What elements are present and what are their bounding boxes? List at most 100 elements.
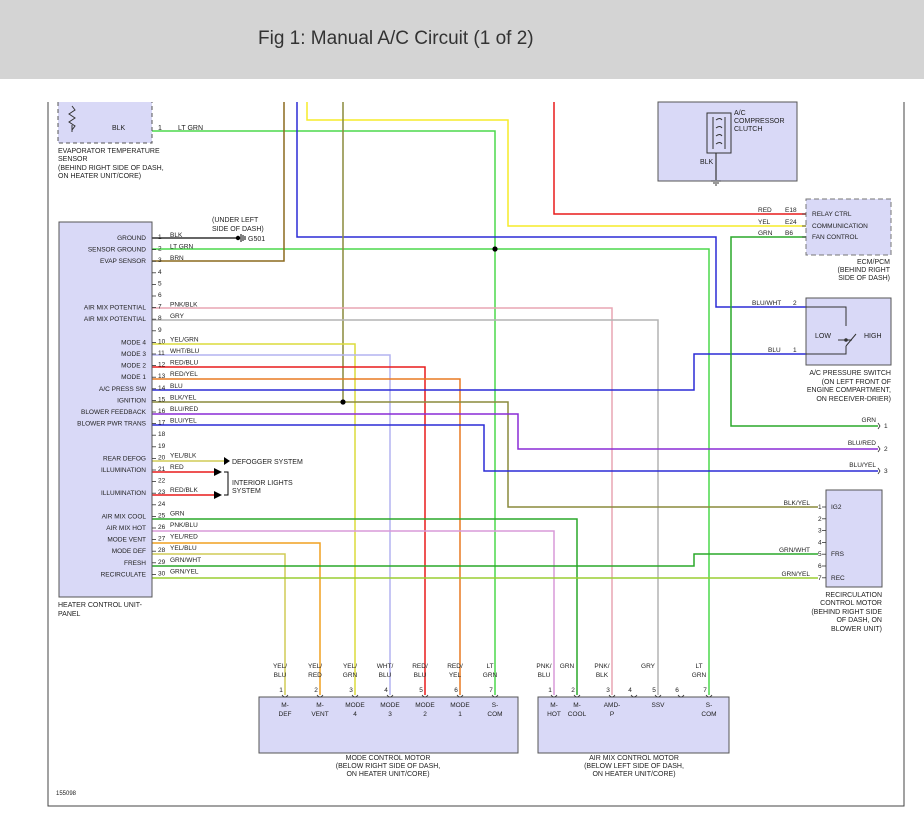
mode-pin-wire: YEL/	[343, 663, 357, 670]
compressor-wire: BLK	[700, 159, 714, 166]
splice-dot	[492, 246, 498, 252]
heater-pin-number: 3	[158, 257, 162, 264]
heater-pin-wire: YEL/GRN	[170, 336, 199, 343]
ecm-label-0: ECM/PCM	[857, 259, 890, 266]
airmix-pin-name: SSV	[651, 702, 665, 709]
recirc-pin-number: 3	[818, 528, 822, 535]
mode-pin-name: DEF	[279, 711, 292, 718]
air-mix-control-motor: PNK/BLU1M-HOTGRN2M-COOLPNK/BLK3AMD-P4GRY…	[536, 663, 730, 778]
wire-communication-yel	[306, 102, 806, 227]
exit-tick	[877, 422, 881, 430]
airmix-pin-tick	[705, 694, 713, 698]
evap-sensor-pin-wire: LT GRN	[178, 125, 203, 132]
heater-pin-number: 1	[158, 234, 162, 241]
mode-pin-number: 3	[349, 687, 353, 694]
heater-pin-wire: PNK/BLK	[170, 302, 198, 309]
wire-air-mix-cool	[152, 518, 578, 695]
ecm-pin-number: E18	[785, 207, 797, 214]
heater-pin-wire: GRN/WHT	[170, 557, 201, 564]
heater-pin-wire: BLK/YEL	[170, 394, 197, 401]
airmix-pin-number: 3	[606, 687, 610, 694]
airmix-pin-number: 5	[652, 687, 656, 694]
heater-pin-name: GROUND	[117, 235, 146, 242]
wire-sensor-ground	[152, 248, 710, 695]
heater-pin-number: 30	[158, 570, 166, 577]
heater-pin-number: 13	[158, 373, 166, 380]
ps-label-3: ON RECEIVER-DRIER)	[816, 396, 891, 403]
mode-pin-wire: LT	[486, 663, 493, 670]
mode-pin-name: 2	[423, 711, 427, 718]
mode-pin-name: MODE	[450, 702, 470, 709]
airmix-pin-name: COM	[701, 711, 716, 718]
heater-pin-number: 11	[158, 350, 165, 357]
mode-pin-wire: RED	[308, 672, 322, 679]
evap-sensor: BLK 1 LT GRN EVAPORATOR TEMPERATURE SENS…	[57, 102, 203, 180]
airmix-pin-wire: GRN	[560, 663, 575, 670]
airmix-pin-name: AMD-	[604, 702, 621, 709]
heater-pin-number: 12	[158, 362, 166, 369]
heater-pin-number: 6	[158, 292, 162, 299]
mode-pin-wire: YEL/	[273, 663, 287, 670]
heater-pin-name: EVAP SENSOR	[100, 258, 146, 265]
mode-pin-name: 4	[353, 711, 357, 718]
heater-pin-number: 14	[158, 385, 166, 392]
recirc-label-1: CONTROL MOTOR	[820, 600, 882, 607]
mode-pin-name: M-	[316, 702, 324, 709]
mode-pin-number: 7	[489, 687, 493, 694]
heater-panel-label-0: HEATER CONTROL UNIT-	[58, 602, 143, 609]
airmix-pin-wire: BLU	[538, 672, 551, 679]
recirc-pin-wire: BLK/YEL	[784, 500, 811, 507]
heater-pin-name: FRESH	[124, 560, 146, 567]
airmix-pin-tick	[573, 694, 581, 698]
airmix-pin-number: 1	[548, 687, 552, 694]
heater-pin-name: MODE 4	[121, 339, 146, 346]
ps-label-0: A/C PRESSURE SWITCH	[809, 370, 891, 377]
heater-pin-number: 17	[158, 420, 166, 427]
heater-pin-wire: YEL/BLK	[170, 452, 197, 459]
mode-pin-tick	[351, 694, 359, 698]
exit-number: 3	[884, 468, 888, 475]
airmix-pin-name: COOL	[568, 711, 587, 718]
heater-panel-label-1: PANEL	[58, 611, 81, 618]
heater-pin-name: REAR DEFOG	[103, 455, 146, 462]
mode-pin-wire: RED/	[412, 663, 428, 670]
airmix-pin-name: M-	[550, 702, 558, 709]
mode-motor-label-0: MODE CONTROL MOTOR	[346, 755, 431, 762]
heater-pin-number: 27	[158, 536, 166, 543]
evap-sensor-label-3: ON HEATER UNIT/CORE)	[58, 173, 141, 180]
airmix-pin-wire: GRN	[692, 672, 707, 679]
exit-wire: GRN	[862, 417, 877, 424]
heater-pin-wire: RED/BLU	[170, 360, 198, 367]
ground-g501: (UNDER LEFT SIDE OF DASH) G501	[212, 217, 265, 243]
recirc-pin-name: IG2	[831, 504, 842, 511]
heater-pin-wire: GRN	[170, 510, 185, 517]
heater-pin-name: BLOWER PWR TRANS	[77, 421, 147, 428]
mode-motor-label-1: (BELOW RIGHT SIDE OF DASH,	[336, 763, 441, 770]
ecm-label-2: SIDE OF DASH)	[838, 275, 890, 282]
airmix-pin-name: P	[610, 711, 614, 718]
heater-pin-name: AIR MIX POTENTIAL	[84, 316, 147, 323]
mode-pin-wire: RED/	[447, 663, 463, 670]
compressor-label-2: CLUTCH	[734, 126, 762, 133]
airmix-pin-number: 2	[571, 687, 575, 694]
ecm-pin-number: E24	[785, 219, 797, 226]
airmix-pin-number: 4	[628, 687, 632, 694]
mode-pin-number: 5	[419, 687, 423, 694]
mode-pin-name: COM	[487, 711, 502, 718]
wire-ac-press-sw	[152, 353, 806, 391]
heater-pin-wire: YEL/BLU	[170, 545, 197, 552]
recirc-pin-number: 5	[818, 551, 822, 558]
mode-pin-name: MODE	[415, 702, 435, 709]
pressure-switch-high: HIGH	[864, 333, 882, 340]
recirc-pin-name: REC	[831, 575, 845, 582]
airmix-pin-tick	[654, 694, 662, 698]
heater-pin-number: 16	[158, 408, 166, 415]
heater-pin-number: 9	[158, 327, 162, 334]
ecm-pin-name: FAN CONTROL	[812, 234, 859, 241]
wire-mode-vent	[152, 542, 321, 695]
heater-pin-wire: PNK/BLU	[170, 522, 198, 529]
exit-number: 2	[884, 446, 888, 453]
mode-pin-wire: BLU	[379, 672, 392, 679]
heater-pin-name: MODE 2	[121, 363, 146, 370]
